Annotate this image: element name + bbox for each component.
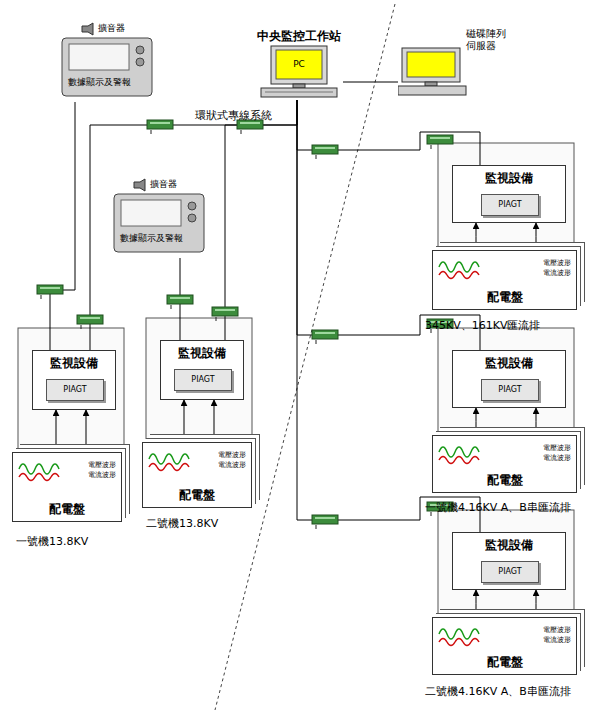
monitor-unit: 監視設備 PIAGT — [32, 350, 116, 410]
wave-label: 電壓波形 — [218, 450, 246, 460]
device-label: PIAGT — [47, 380, 103, 400]
device-label: PIAGT — [482, 380, 538, 400]
wave-label: 電流波形 — [543, 268, 571, 278]
monitor-unit: 監視設備 PIAGT — [452, 532, 566, 590]
signal-arrow — [184, 400, 185, 442]
signal-arrow — [536, 408, 537, 435]
signal-arrow — [476, 408, 477, 435]
bus-caption: 二號機13.8KV — [146, 516, 218, 531]
bus-caption: 一號機13.8KV — [16, 534, 88, 549]
signal-arrow — [214, 400, 215, 442]
wave-label: 電流波形 — [543, 635, 571, 645]
bus-caption: 一號機4.16KV A、B串匯流排 — [425, 500, 571, 515]
bus-caption: 二號機4.16KV A、B串匯流排 — [425, 684, 571, 699]
wave-label: 電流波形 — [88, 470, 116, 480]
monitor-label: 監視設備 — [453, 166, 565, 187]
display-label: 數據顯示及警報 — [68, 76, 131, 89]
station-title: 中央監控工作站 — [235, 28, 363, 45]
network-hubs — [37, 120, 453, 529]
network-hub — [312, 515, 338, 529]
panel-label: 配電盤 — [433, 289, 576, 306]
monitor-unit: 監視設備 PIAGT — [452, 165, 566, 223]
switchboard-panel: 電壓波形電流波形配電盤 — [432, 250, 577, 310]
network-line — [297, 100, 480, 165]
device-label: PIAGT — [482, 195, 538, 215]
cabinet-frame — [438, 510, 574, 631]
signal-arrow — [536, 590, 537, 617]
cabinet-frame — [146, 318, 252, 456]
piagt-device: PIAGT — [481, 379, 539, 401]
piagt-device: PIAGT — [481, 194, 539, 216]
piagt-device: PIAGT — [481, 561, 539, 583]
wave-label: 電壓波形 — [88, 460, 116, 470]
wave-label: 電流波形 — [543, 453, 571, 463]
network-hub — [427, 135, 453, 149]
wave-label: 電壓波形 — [543, 625, 571, 635]
network-line — [50, 102, 75, 350]
monitor-label: 監視設備 — [161, 341, 243, 362]
display-label: 數據顯示及警報 — [120, 232, 183, 245]
device-label: PIAGT — [175, 370, 231, 390]
network-hub — [77, 315, 103, 329]
signal-arrow — [476, 590, 477, 617]
speaker-label: 擴音器 — [98, 22, 125, 35]
network-line — [343, 82, 398, 83]
monitor-unit: 監視設備 PIAGT — [160, 340, 244, 400]
cabinet-frame — [438, 328, 574, 449]
array-server: 磁碟陣列伺服器 — [398, 24, 510, 96]
device-illustration — [112, 178, 207, 258]
switchboard-panel: 電壓波形電流波形配電盤 — [142, 442, 252, 508]
monitor-label: 監視設備 — [453, 351, 565, 372]
speaker-label: 擴音器 — [150, 178, 177, 191]
monitor-label: 監視設備 — [453, 533, 565, 554]
wave-label: 電流波形 — [218, 460, 246, 470]
panel-label: 配電盤 — [13, 501, 121, 518]
switchboard-panel: 電壓波形電流波形配電盤 — [432, 617, 577, 675]
piagt-device: PIAGT — [46, 379, 104, 401]
network-hub — [237, 120, 263, 134]
network-hub — [147, 120, 173, 134]
panel-label: 配電盤 — [143, 487, 251, 504]
bus-caption: 345KV、161KV匯流排 — [425, 318, 540, 333]
network-line — [90, 100, 297, 350]
wave-label: 電壓波形 — [543, 443, 571, 453]
screen-text: PC — [276, 50, 322, 79]
network-line — [297, 100, 480, 350]
monitor-label: 監視設備 — [33, 351, 115, 372]
monitor-unit: 監視設備 PIAGT — [452, 350, 566, 408]
network-hub — [167, 295, 193, 309]
signal-arrow — [476, 223, 477, 250]
signal-arrow — [86, 410, 87, 452]
server-label: 磁碟陣列伺服器 — [466, 28, 510, 52]
switchboard-panel: 電壓波形電流波形配電盤 — [432, 435, 577, 493]
network-line — [225, 100, 297, 340]
panel-label: 配電盤 — [433, 472, 576, 489]
wave-label: 電壓波形 — [543, 258, 571, 268]
network-hub — [312, 330, 338, 344]
device-label: PIAGT — [482, 562, 538, 582]
network-label: 環狀式專線系統 — [195, 108, 272, 123]
cabinet-frame — [18, 328, 124, 466]
switchboard-panel: 電壓波形電流波形配電盤 — [12, 452, 122, 522]
cabinet-frames — [18, 143, 574, 631]
display-alarm: 擴音器數據顯示及警報 — [112, 178, 207, 258]
network-hub — [312, 145, 338, 159]
network-hub — [212, 307, 238, 321]
display-alarm: 擴音器數據顯示及警報 — [60, 22, 155, 102]
piagt-device: PIAGT — [174, 369, 232, 391]
signal-arrow — [56, 410, 57, 452]
cabinet-frame — [438, 143, 574, 264]
device-illustration — [60, 22, 155, 102]
network-hub — [37, 285, 63, 299]
workstation-pc: 中央監控工作站PC — [255, 28, 343, 100]
panel-label: 配電盤 — [433, 654, 576, 671]
signal-arrow — [536, 223, 537, 250]
